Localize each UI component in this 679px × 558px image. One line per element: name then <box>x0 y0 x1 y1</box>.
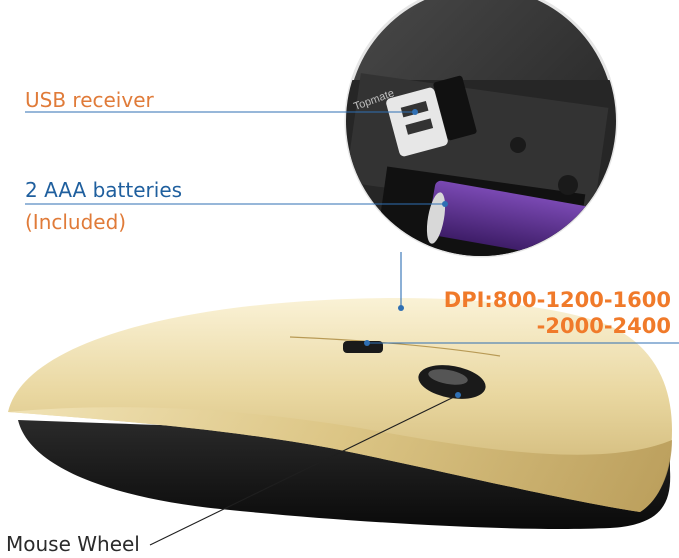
mouse-side <box>8 407 672 512</box>
usb-receiver-label: USB receiver <box>25 88 154 112</box>
included-label: (Included) <box>25 210 127 234</box>
mouse-wheel-label: Mouse Wheel <box>6 532 140 556</box>
dpi-label-line1: DPI:800-1200-1600 <box>443 288 671 312</box>
dpi-label-line2: -2000-2400 <box>536 314 671 338</box>
dpi-button <box>343 341 383 353</box>
wheel-leader-line <box>149 394 459 546</box>
batteries-label: 2 AAA batteries <box>25 178 183 202</box>
